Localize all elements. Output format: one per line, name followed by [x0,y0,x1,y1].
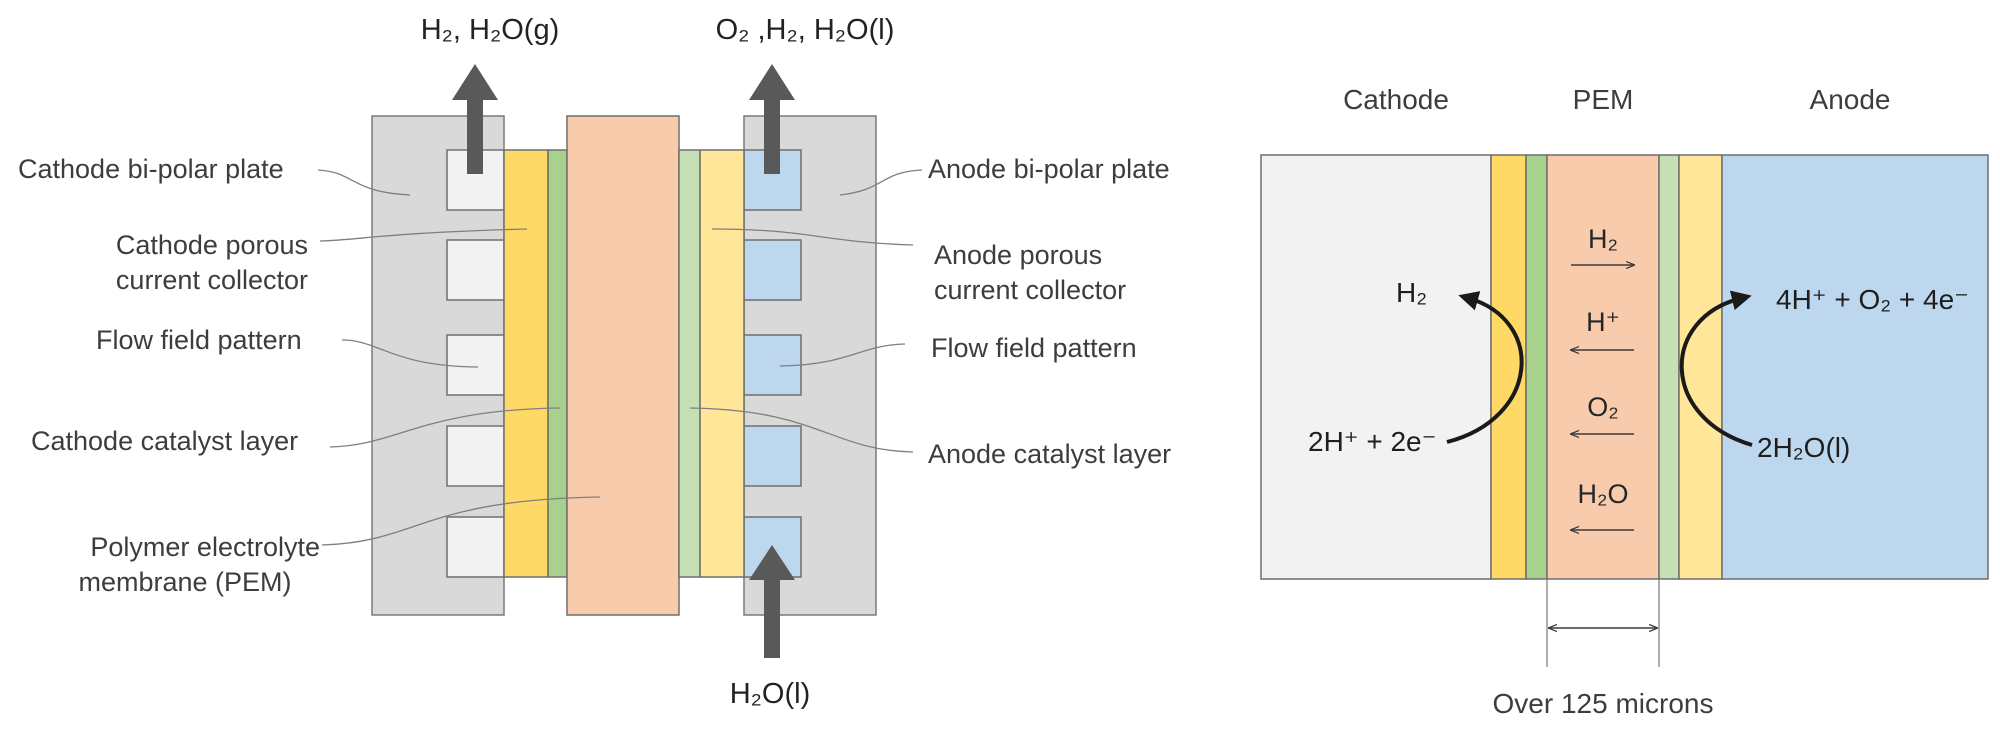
cathode-reaction-arrow [1446,291,1524,444]
header-pem: PEM [1572,84,1634,115]
cathode-porous-collector [503,149,549,578]
leader-line [329,407,561,448]
label-anode-catalyst: Anode catalyst layer [928,439,1172,469]
cathode-catalyst-band [1525,154,1548,580]
outlet-label-cathode: H₂, H₂O(g) [420,14,560,46]
label-anode-bipolar-plate: Anode bi-polar plate [928,154,1170,184]
cathode-channel [446,334,505,396]
label-membrane-2: membrane (PEM) [78,567,292,597]
anode-collector-band [1678,154,1723,580]
anode-catalyst-band [1658,154,1680,580]
pem-band [1546,154,1660,580]
outlet-label-anode: O₂ ,H₂, H₂O(l) [715,14,895,46]
thickness-label: Over 125 microns [1492,688,1714,719]
label-anode-collector-1: Anode porous [934,240,1103,270]
header-anode: Anode [1809,84,1891,115]
label-flow-field-left: Flow field pattern [96,325,302,355]
label-cathode-collector-1: Cathode porous [115,230,308,260]
leader-lines-right [689,169,923,453]
transport-label-proton: H⁺ [1586,307,1620,337]
leader-line [779,343,906,367]
cathode-catalyst-layer [547,149,568,578]
label-cathode-catalyst: Cathode catalyst layer [31,426,299,456]
inlet-arrow-anode [749,545,795,658]
anode-channel [743,239,802,301]
leader-lines-left [317,169,601,546]
anode-catalyst-layer [678,149,701,578]
leader-line [689,407,914,453]
anode-reaction-arrow [1679,290,1753,447]
label-membrane-1: Polymer electrolyte [90,532,320,562]
anode-region [1721,154,1989,580]
leader-line [341,339,479,368]
right-panel-stack [1260,154,1989,580]
leader-line [321,496,601,546]
leader-line [711,228,914,246]
outlet-arrow-cathode [452,64,498,174]
anode-reactant: 2H₂O(l) [1757,432,1851,463]
transport-label-h2: H₂ [1588,224,1618,254]
label-anode-collector-2: current collector [934,275,1127,305]
cathode-channel [446,239,505,301]
polymer-electrolyte-membrane [566,115,680,616]
cathode-reactants: 2H⁺ + 2e⁻ [1308,426,1437,457]
cathode-product: H₂ [1396,277,1428,308]
outlet-arrow-anode [749,64,795,174]
cell-stack [371,115,877,616]
transport-label-water: H₂O [1577,479,1629,509]
leader-line [839,169,923,196]
anode-porous-collector [699,149,745,578]
label-flow-field-right: Flow field pattern [931,333,1137,363]
label-cathode-collector-2: current collector [115,265,308,295]
cathode-channel [446,516,505,578]
transport-label-o2: O₂ [1587,392,1619,422]
leader-line [317,169,411,196]
inlet-label-anode: H₂O(l) [729,678,811,710]
anode-channel [743,425,802,487]
anode-products: 4H⁺ + O₂ + 4e⁻ [1776,284,1969,315]
cathode-region [1260,154,1492,580]
leader-line [319,228,528,242]
header-cathode: Cathode [1343,84,1449,115]
label-cathode-bipolar-plate: Cathode bi-polar plate [18,154,284,184]
cathode-channel [446,425,505,487]
